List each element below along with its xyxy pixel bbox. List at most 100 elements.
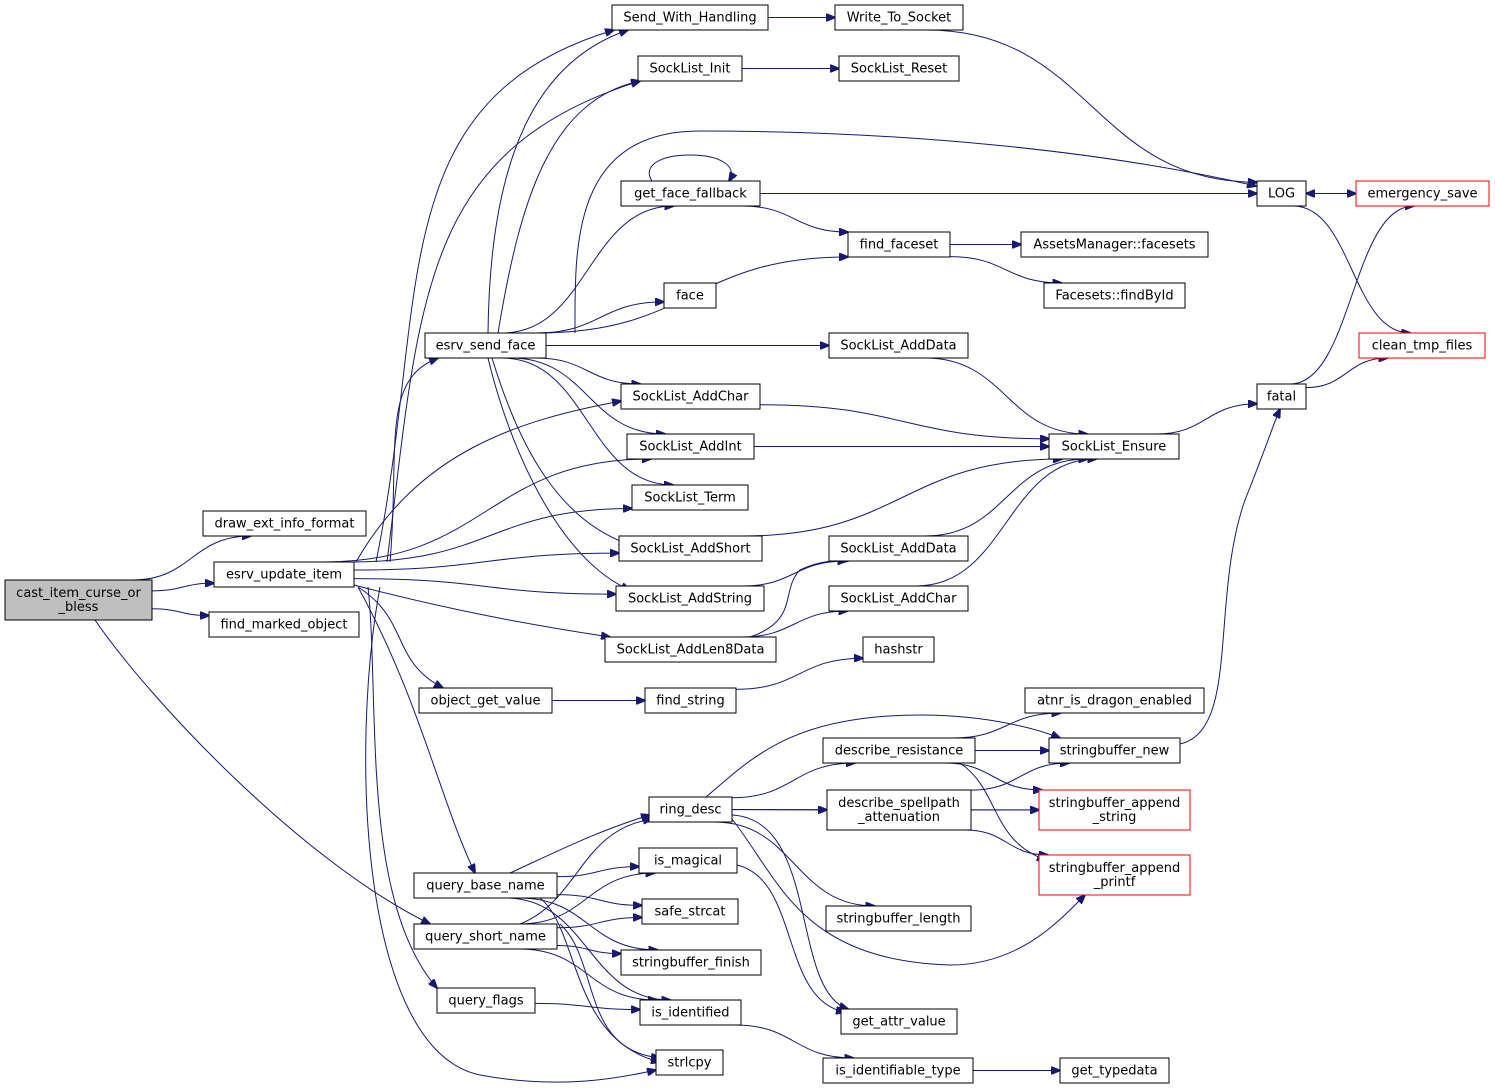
edge-query_short-to-is_identified [519, 948, 657, 1000]
node-describe_sp[interactable]: describe_spellpath_attenuation [826, 789, 972, 831]
node-fs_findbyid[interactable]: Facesets::findById [1043, 282, 1186, 309]
edge-cast-to-draw_ext [132, 536, 250, 581]
node-label: SockList_AddData [840, 542, 956, 557]
node-log[interactable]: LOG [1256, 180, 1307, 207]
edge-cast-to-query_short [94, 619, 430, 924]
node-sl_addshort[interactable]: SockList_AddShort [618, 535, 763, 562]
node-clean_tmp[interactable]: clean_tmp_files [1358, 332, 1486, 359]
node-label: esrv_send_face [436, 339, 536, 354]
edge-find_faceset-to-fs_findbyid [949, 256, 1062, 283]
edge-fatal-to-emergency [1290, 206, 1414, 385]
node-find_marked[interactable]: find_marked_object [208, 611, 360, 638]
node-sl_addchar2[interactable]: SockList_AddChar [828, 585, 969, 612]
node-write_sock[interactable]: Write_To_Socket [834, 4, 964, 31]
node-label: query_short_name [425, 930, 546, 945]
node-is_identified[interactable]: is_identified [639, 999, 742, 1026]
node-sb_append_pf[interactable]: stringbuffer_append_printf [1038, 854, 1191, 896]
node-label: emergency_save [1367, 187, 1477, 202]
node-label: describe_resistance [835, 744, 964, 759]
node-label: safe_strcat [655, 905, 726, 920]
node-strlcpy[interactable]: strlcpy [655, 1049, 724, 1076]
node-get_face_fb[interactable]: get_face_fallback [620, 180, 761, 207]
node-label: get_typedata [1071, 1064, 1157, 1079]
node-sl_term[interactable]: SockList_Term [631, 484, 749, 511]
nodes-layer: cast_item_curse_or_bless draw_ext_info_fo… [4, 4, 1490, 1084]
node-sl_addint[interactable]: SockList_AddInt [626, 433, 755, 460]
node-sl_ensure[interactable]: SockList_Ensure [1048, 433, 1180, 460]
node-sb_append_str[interactable]: stringbuffer_append_string [1038, 789, 1191, 831]
node-sb_finish[interactable]: stringbuffer_finish [620, 949, 762, 976]
node-label: query_base_name [426, 879, 544, 894]
node-label: SockList_AddString [628, 592, 752, 607]
node-query_short[interactable]: query_short_name [413, 923, 558, 950]
edge-sl_adddata2-to-sl_ensure [924, 459, 1088, 537]
node-atnr[interactable]: atnr_is_dragon_enabled [1024, 687, 1205, 714]
node-draw_ext[interactable]: draw_ext_info_format [202, 510, 367, 537]
node-query_flags[interactable]: query_flags [436, 987, 536, 1014]
edge-ring_desc-to-get_attr [731, 814, 848, 1009]
node-sl_addchar1[interactable]: SockList_AddChar [620, 383, 761, 410]
node-sb_length[interactable]: stringbuffer_length [825, 905, 972, 932]
node-label: Facesets::findById [1055, 289, 1173, 304]
node-label: get_attr_value [852, 1015, 945, 1030]
node-obj_get_value[interactable]: object_get_value [418, 687, 553, 714]
edge-sl_adddata1-to-sl_ensure [925, 357, 1087, 434]
edge-esrv_update-to-sl_addlen8 [353, 584, 610, 637]
node-cast[interactable]: cast_item_curse_or_bless [4, 579, 153, 621]
node-query_base[interactable]: query_base_name [413, 872, 558, 899]
edge-esrv_send-to-face [536, 302, 664, 334]
node-label: _string [1092, 810, 1137, 825]
edge-describe_res-to-sb_append_str [944, 762, 1042, 790]
node-label: get_face_fallback [634, 187, 747, 202]
edge-query_short-to-is_magical [518, 873, 655, 925]
edge-esrv_update-to-strlcpy [365, 586, 656, 1083]
node-emergency[interactable]: emergency_save [1355, 180, 1490, 207]
edge-describe_res-to-atnr [952, 713, 1061, 739]
edge-query_short-to-sb_finish [556, 945, 621, 954]
node-hashstr[interactable]: hashstr [862, 636, 935, 663]
node-ring_desc[interactable]: ring_desc [648, 796, 733, 823]
edge-esrv_update-to-sl_term [349, 509, 632, 563]
node-safe_strcat[interactable]: safe_strcat [641, 898, 739, 925]
node-sb_new[interactable]: stringbuffer_new [1048, 737, 1181, 764]
node-sl_addlen8[interactable]: SockList_AddLen8Data [604, 636, 777, 663]
node-esrv_send[interactable]: esrv_send_face [424, 332, 547, 359]
node-label: SockList_Init [650, 62, 731, 77]
node-esrv_update[interactable]: esrv_update_item [213, 561, 355, 588]
edge-ring_desc-to-sb_length [714, 821, 874, 906]
edge-esrv_update-to-sl_addint [323, 459, 651, 563]
node-label: stringbuffer_append [1049, 861, 1181, 876]
node-sl_addstring[interactable]: SockList_AddString [615, 585, 765, 612]
node-fatal[interactable]: fatal [1256, 383, 1307, 410]
edge-cast-to-find_marked [151, 608, 209, 616]
node-sl_reset[interactable]: SockList_Reset [838, 55, 960, 82]
node-label: SockList_AddShort [630, 542, 750, 557]
node-describe_res[interactable]: describe_resistance [822, 737, 976, 764]
node-sl_init[interactable]: SockList_Init [637, 55, 743, 82]
node-label: SockList_Reset [851, 62, 947, 77]
edge-find_string-to-hashstr [735, 658, 863, 690]
node-is_magical[interactable]: is_magical [638, 847, 738, 874]
node-get_typedata[interactable]: get_typedata [1059, 1057, 1170, 1084]
node-label: stringbuffer_new [1060, 744, 1170, 759]
node-label: LOG [1268, 187, 1295, 202]
edge-esrv_send-to-sl_addstring [487, 357, 630, 590]
edge-ring_desc-to-sb_append_pf [731, 818, 1085, 966]
edge-describe_res-to-sb_append_pf [959, 762, 1046, 860]
node-find_string[interactable]: find_string [644, 687, 737, 714]
node-get_attr[interactable]: get_attr_value [840, 1008, 958, 1035]
node-label: draw_ext_info_format [214, 517, 354, 532]
node-label: _attenuation [857, 810, 940, 825]
node-send_with[interactable]: Send_With_Handling [611, 4, 769, 31]
node-sl_adddata2[interactable]: SockList_AddData [828, 535, 969, 562]
node-am_facesets[interactable]: AssetsManager::facesets [1020, 231, 1209, 258]
node-label: esrv_update_item [226, 568, 342, 583]
edge-esrv_send-to-sl_term [502, 357, 673, 485]
node-find_faceset[interactable]: find_faceset [847, 231, 951, 258]
node-face[interactable]: face [663, 282, 717, 309]
node-sl_adddata1[interactable]: SockList_AddData [828, 332, 969, 359]
node-label: _bless [58, 600, 99, 615]
node-is_ident_type[interactable]: is_identifiable_type [822, 1057, 974, 1084]
edge-is_magical-to-get_attr [736, 864, 845, 1012]
edge-sl_ensure-to-fatal [1155, 404, 1257, 435]
